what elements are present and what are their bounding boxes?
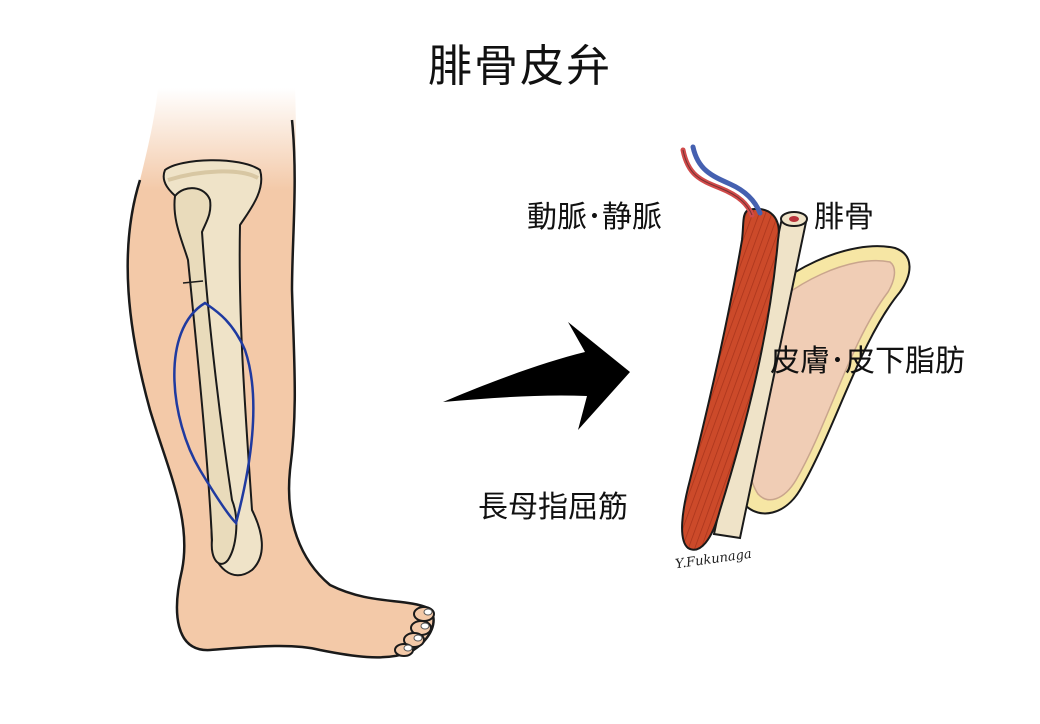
label-fibula: 腓骨: [814, 200, 874, 235]
leg-illustration: [126, 88, 435, 659]
label-muscle: 長母指屈筋: [478, 490, 628, 525]
arrow-icon: [443, 322, 630, 430]
incision-outline: [173, 301, 255, 526]
page-title: 腓骨皮弁: [428, 41, 612, 92]
toes: [394, 606, 435, 657]
label-artery-vein: 動脈･静脈: [527, 200, 662, 235]
vein-vessel: [690, 144, 763, 216]
flap-muscle: [681, 207, 780, 551]
fibula-flap-illustration: [680, 144, 911, 551]
label-skin-fat: 皮膚･皮下脂肪: [770, 344, 965, 379]
artery-vessel: [680, 147, 755, 218]
